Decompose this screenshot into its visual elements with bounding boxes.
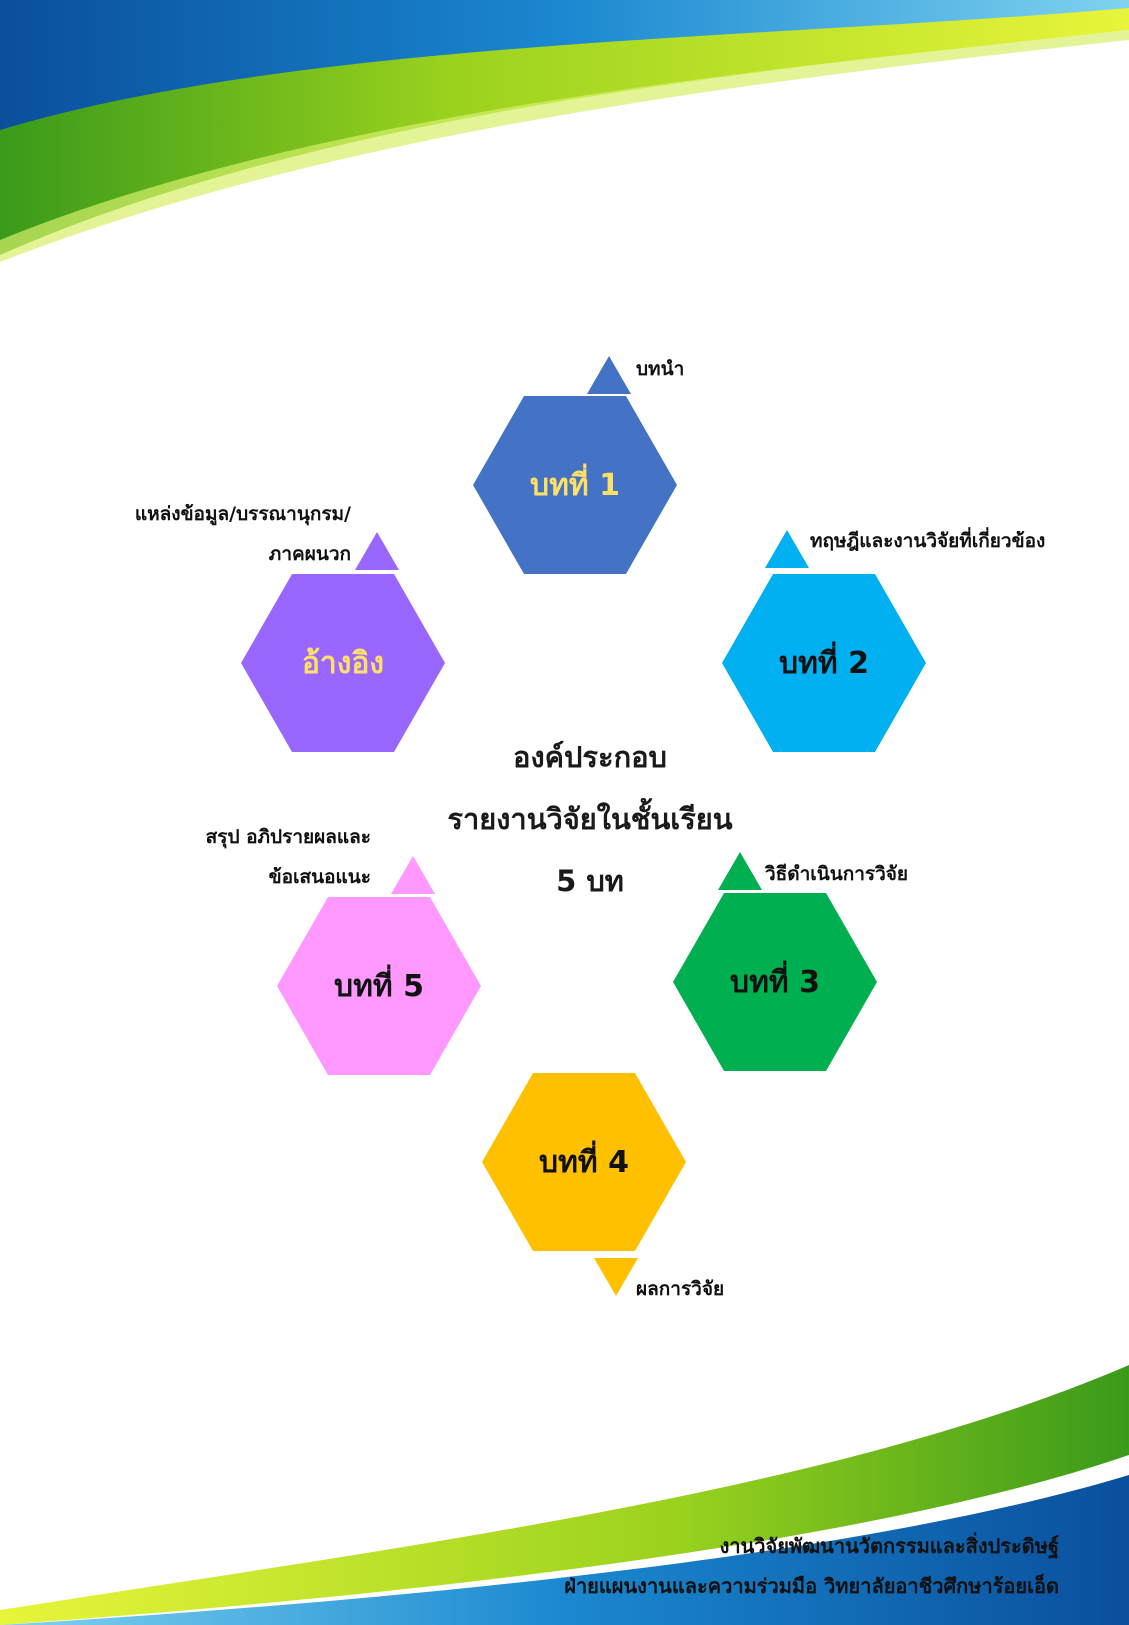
- references-description-line-2: ภาคผนวก: [268, 543, 351, 565]
- chapter-4-description: ผลการวิจัย: [636, 1278, 725, 1300]
- chapter-5-label: บทที่ 5: [334, 968, 424, 1004]
- footer-line-1: งานวิจัยพัฒนานวัตกรรมและสิ่งประดิษฐ์: [719, 1534, 1059, 1558]
- triangle-marker-chapter-5: [391, 856, 435, 894]
- triangle-marker-chapter-1: [587, 356, 631, 394]
- chapter-2-label: บทที่ 2: [779, 645, 869, 681]
- chapter-1-label: บทที่ 1: [530, 467, 620, 503]
- chapter-4-label: บทที่ 4: [539, 1144, 629, 1180]
- references-description-line-1: แหล่งข้อมูล/บรรณานุกรม/: [134, 503, 351, 525]
- triangle-marker-chapter-2: [765, 530, 809, 568]
- hexagon-chapter-3: บทที่ 3: [673, 893, 877, 1071]
- center-title-line-1: องค์ประกอบ: [513, 740, 667, 774]
- hexagon-chapter-1: บทที่ 1: [473, 396, 677, 574]
- chapter-2-description: ทฤษฎีและงานวิจัยที่เกี่ยวข้อง: [810, 530, 1046, 552]
- footer-line-2: ฝ่ายแผนงานและความร่วมมือ วิทยาลัยอาชีวศึ…: [564, 1574, 1059, 1598]
- triangle-marker-chapter-4: [594, 1258, 638, 1296]
- top-wave-decoration: [0, 0, 1129, 262]
- chapter-3-label: บทที่ 3: [730, 964, 820, 1000]
- diagram-center-title: องค์ประกอบ รายงานวิจัยในชั้นเรียน 5 บท: [380, 726, 800, 912]
- center-title-line-2: รายงานวิจัยในชั้นเรียน: [447, 802, 733, 836]
- triangle-marker-chapter-3: [718, 852, 762, 890]
- footer: งานวิจัยพัฒนานวัตกรรมและสิ่งประดิษฐ์ ฝ่า…: [564, 1526, 1059, 1606]
- hexagon-chapter-4: บทที่ 4: [482, 1073, 686, 1251]
- hexagon-chapter-5: บทที่ 5: [277, 897, 481, 1075]
- references-label: อ้างอิง: [301, 645, 385, 681]
- chapter-3-description: วิธีดำเนินการวิจัย: [765, 863, 909, 885]
- chapter-1-description: บทนำ: [636, 358, 685, 380]
- chapter-5-description-line-1: สรุป อภิปรายผลและ: [205, 826, 371, 848]
- chapter-5-description-line-2: ข้อเสนอแนะ: [268, 866, 371, 888]
- triangle-marker-references: [355, 532, 399, 570]
- center-title-line-3: 5 บท: [556, 864, 624, 898]
- bottom-wave-decoration: [0, 1365, 1129, 1625]
